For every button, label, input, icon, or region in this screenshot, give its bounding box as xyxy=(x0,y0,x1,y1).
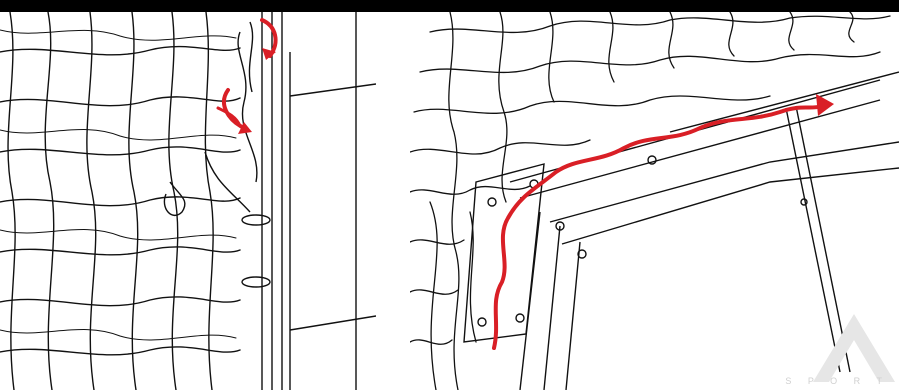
watermark-text: S P O R T xyxy=(785,376,889,386)
left-net-drawing xyxy=(0,12,376,390)
frame-post-icon xyxy=(164,12,376,390)
route-arrow-icon xyxy=(494,94,834,348)
curved-arrow-down-icon xyxy=(262,20,276,60)
top-black-bar xyxy=(0,0,899,12)
left-illustration-panel xyxy=(0,12,376,390)
net-mesh-icon xyxy=(0,12,240,390)
curved-arrow-down-icon xyxy=(218,90,252,134)
